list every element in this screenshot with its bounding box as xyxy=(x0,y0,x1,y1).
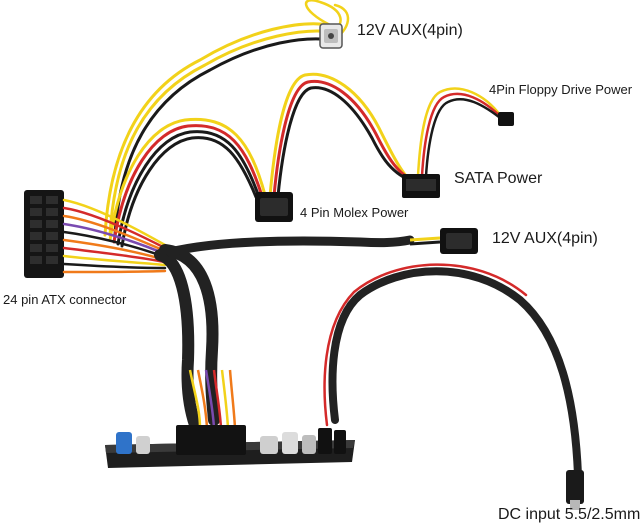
atx-24pin-connector xyxy=(24,190,64,278)
floppy-connector xyxy=(498,112,514,126)
sleeved-bundles xyxy=(154,235,415,431)
label-sata-power: SATA Power xyxy=(454,170,543,187)
aux-top-connector xyxy=(319,23,343,49)
molex-sata-floppy-wires xyxy=(108,72,506,248)
label-molex-power: 4 Pin Molex Power xyxy=(300,205,409,220)
pcb-board xyxy=(105,425,355,468)
aux-right-connector xyxy=(409,228,478,254)
dc-input-cable xyxy=(323,263,582,479)
label-floppy-power: 4Pin Floppy Drive Power xyxy=(489,82,633,97)
label-atx-connector: 24 pin ATX connector xyxy=(3,292,127,307)
sata-connector xyxy=(402,174,440,198)
pcb-header-wires xyxy=(188,369,237,429)
dc-input-plug xyxy=(566,470,584,510)
label-dc-input: DC input 5.5/2.5mm xyxy=(498,506,640,523)
label-12v-aux-top: 12V AUX(4pin) xyxy=(357,22,463,39)
molex-connector xyxy=(255,192,293,222)
label-12v-aux-right: 12V AUX(4pin) xyxy=(492,230,598,247)
aux-top-cable xyxy=(103,0,350,237)
